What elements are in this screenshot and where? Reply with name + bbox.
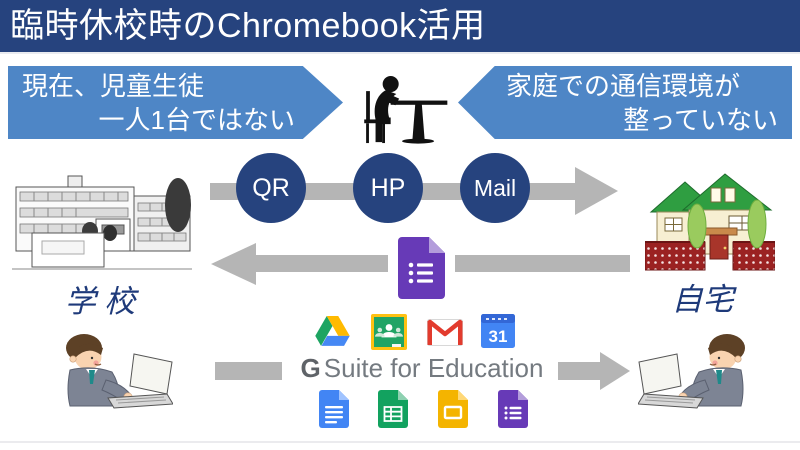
person-laptop-right [638,334,745,409]
gmail-icon [427,319,463,346]
gsuite-g-letter: G [300,353,321,383]
problem-banner-right: 家庭での通信環境が 整っていない [458,66,792,139]
google-classroom-icon [371,314,407,350]
gsuite-name: Suite for Education [323,353,544,383]
return-arrow-body-left [256,255,388,272]
outbound-arrow-head [575,167,618,215]
google-slides-icon [438,390,468,428]
google-forms-icon-small [498,390,528,428]
channel-hp-label: HP [370,173,406,202]
return-arrow-body-right [455,255,630,272]
google-drive-icon [315,316,350,346]
google-calendar-icon: 31 [481,314,515,348]
google-docs-icon [319,390,349,428]
problem-right-line1: 家庭での通信環境が [506,71,741,101]
channel-circle-hp: HP [353,153,423,223]
problem-right-line2: 整っていない [623,105,778,135]
google-forms-icon [398,237,445,299]
calendar-day-text: 31 [489,327,508,346]
gsuite-arrow-tail [215,362,282,380]
problem-left-line1: 現在、児童生徒 [22,71,205,101]
slide-title: 臨時休校時のChromebook活用 [10,7,486,45]
problem-left-line2: 一人1台ではない [98,105,295,135]
google-sheets-icon [378,390,408,428]
return-arrow-head [211,243,256,285]
home-illustration [645,173,775,271]
gsuite-arrow-body [558,362,600,380]
title-bar: 臨時休校時のChromebook活用 [0,0,800,54]
channel-qr-label: QR [252,173,290,202]
thinking-person-icon [364,76,448,144]
problem-banner-left: 現在、児童生徒 一人1台ではない [8,66,343,139]
channel-circle-mail: Mail [460,153,530,223]
home-label: 自宅 [671,282,734,317]
school-label: 学 校 [64,284,136,319]
person-laptop-left [66,334,173,409]
channel-circle-qr: QR [236,153,306,223]
gsuite-arrow-head [600,352,630,390]
school-illustration [12,175,192,270]
channel-mail-label: Mail [473,174,517,201]
slide-bottom-edge [0,441,800,443]
